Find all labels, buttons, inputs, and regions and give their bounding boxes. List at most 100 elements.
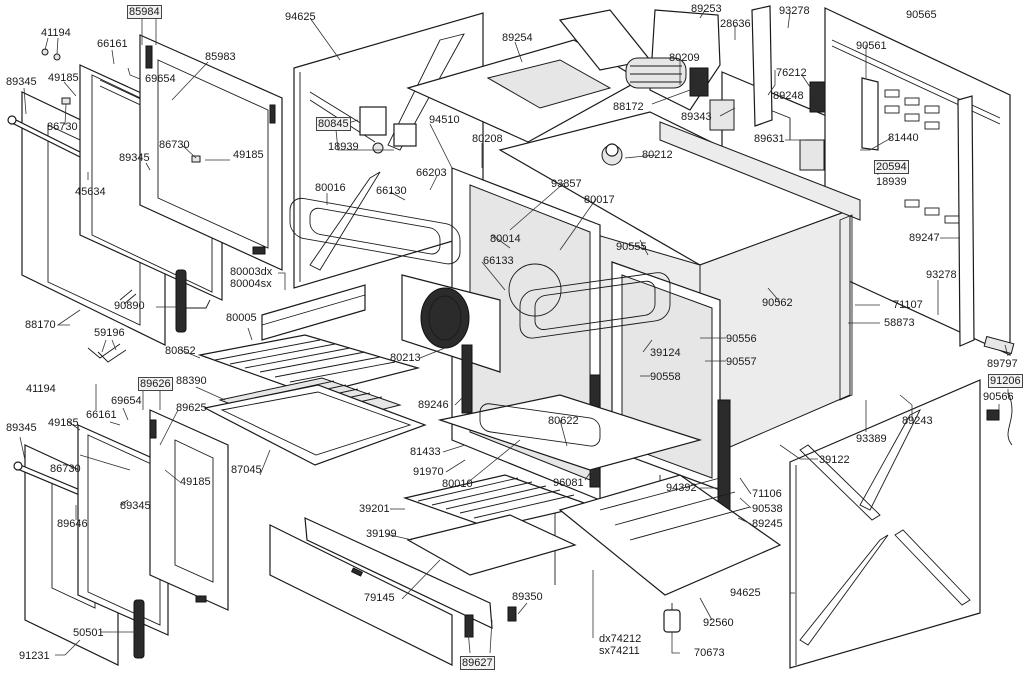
part-label-18939[interactable]: 18939 [328, 141, 359, 153]
part-label-86730[interactable]: 86730 [47, 121, 78, 133]
part-label-91206[interactable]: 91206 [988, 374, 1023, 388]
part-label-93857[interactable]: 93857 [551, 178, 582, 190]
part-label-49185[interactable]: 49185 [233, 149, 264, 161]
part-label-88170[interactable]: 88170 [25, 319, 56, 331]
lower-door-hinge[interactable] [133, 599, 145, 659]
part-label-66161[interactable]: 66161 [97, 38, 128, 50]
part-label-93389[interactable]: 93389 [856, 433, 887, 445]
part-label-41194[interactable]: 41194 [26, 383, 56, 395]
wire-rack-80852[interactable] [197, 334, 421, 396]
top-duct-89254[interactable] [406, 9, 652, 143]
cable-91206[interactable] [986, 391, 1013, 446]
part-label-89345[interactable]: 89345 [119, 152, 150, 164]
part-label-80016[interactable]: 80016 [315, 182, 346, 194]
lower-door-frame[interactable] [77, 424, 169, 636]
part-label-80014[interactable]: 80014 [490, 233, 521, 245]
part-label-89254[interactable]: 89254 [502, 32, 533, 44]
part-label-39201[interactable]: 39201 [359, 503, 390, 515]
part-label-90556[interactable]: 90556 [726, 333, 757, 345]
tray-79145[interactable] [406, 514, 577, 576]
part-label-66161[interactable]: 66161 [86, 409, 117, 421]
part-label-39122[interactable]: 39122 [819, 454, 850, 466]
part-label-89345[interactable]: 89345 [6, 76, 37, 88]
foot-70673[interactable] [663, 603, 681, 633]
part-label-80852[interactable]: 80852 [165, 345, 196, 357]
part-label-80003[interactable]: 80003dx [230, 266, 272, 278]
drawer-side[interactable] [304, 517, 493, 629]
bushing-86730b[interactable] [191, 155, 201, 163]
part-label-93278[interactable]: 93278 [926, 269, 957, 281]
part-label-70673[interactable]: 70673 [694, 647, 725, 659]
part-label-89797[interactable]: 89797 [987, 358, 1018, 370]
grill-element-80016[interactable] [289, 196, 461, 266]
part-label-45634[interactable]: 45634 [75, 186, 106, 198]
part-label-96081[interactable]: 96081 [553, 477, 584, 489]
part-label-89245[interactable]: 89245 [752, 518, 783, 530]
part-label-66130[interactable]: 66130 [376, 185, 407, 197]
part-label-86730[interactable]: 86730 [50, 463, 81, 475]
part-label-89626[interactable]: 89626 [138, 377, 173, 391]
part-label-87045[interactable]: 87045 [231, 464, 262, 476]
part-label-80845[interactable]: 80845 [316, 117, 351, 131]
part-label-20594[interactable]: 20594 [874, 160, 909, 174]
part-label-90557[interactable]: 90557 [726, 356, 757, 368]
part-label-80209[interactable]: 80209 [669, 52, 700, 64]
part-label-86730[interactable]: 86730 [159, 139, 190, 151]
part-label-80010[interactable]: 80010 [442, 478, 473, 490]
drawer-bracket-89627[interactable] [464, 614, 474, 638]
part-label-71107[interactable]: 71107 [893, 299, 923, 311]
tangential-fan[interactable] [625, 9, 721, 111]
part-label-89253[interactable]: 89253 [691, 3, 722, 15]
part-label-69654[interactable]: 69654 [145, 73, 176, 85]
latch-89350[interactable] [507, 606, 517, 622]
motor-76212[interactable] [809, 81, 827, 113]
part-label-18939[interactable]: 18939 [876, 176, 907, 188]
part-label-81433[interactable]: 81433 [410, 446, 441, 458]
part-label-41194[interactable]: 41194 [41, 27, 71, 39]
part-label-69654[interactable]: 69654 [111, 395, 142, 407]
runner-89246[interactable] [461, 344, 473, 414]
part-label-50501[interactable]: 50501 [73, 627, 104, 639]
part-label-89627[interactable]: 89627 [460, 656, 495, 670]
runner-89245[interactable] [717, 399, 731, 519]
part-label-89345[interactable]: 89345 [120, 500, 151, 512]
part-label-94392[interactable]: 94392 [666, 482, 697, 494]
upper-door-inner-glass[interactable] [139, 34, 283, 271]
part-label-90538[interactable]: 90538 [752, 503, 783, 515]
bottom-element-80010[interactable] [437, 394, 703, 471]
door-seals[interactable] [87, 343, 127, 363]
side-runner-80003[interactable] [261, 284, 366, 341]
tray-87045[interactable] [203, 384, 427, 466]
part-label-90890[interactable]: 90890 [114, 300, 145, 312]
part-label-90565[interactable]: 90565 [906, 9, 937, 21]
rear-bracket-89247[interactable] [957, 95, 975, 347]
part-label-49185[interactable]: 49185 [48, 417, 79, 429]
part-label-89246[interactable]: 89246 [418, 399, 449, 411]
part-label-80212[interactable]: 80212 [642, 149, 673, 161]
part-label-90562[interactable]: 90562 [762, 297, 793, 309]
part-label-49185[interactable]: 49185 [180, 476, 211, 488]
part-label-93278[interactable]: 93278 [779, 5, 810, 17]
part-label-89350[interactable]: 89350 [512, 591, 543, 603]
duct-90561[interactable] [861, 77, 879, 151]
bottom-panel-92560[interactable] [558, 474, 782, 596]
lamp-80845[interactable] [359, 106, 417, 154]
part-label-89247[interactable]: 89247 [909, 232, 940, 244]
part-label-39199[interactable]: 39199 [366, 528, 397, 540]
part-label-90566[interactable]: 90566 [983, 391, 1014, 403]
part-label-80622[interactable]: 80622 [548, 415, 579, 427]
part-label-80017[interactable]: 80017 [584, 194, 615, 206]
part-label-88172[interactable]: 88172 [613, 101, 644, 113]
part-label-90558[interactable]: 90558 [650, 371, 681, 383]
fan-cover-80213[interactable] [401, 274, 501, 373]
part-label-85984[interactable]: 85984 [127, 5, 162, 19]
part-label-89631[interactable]: 89631 [754, 133, 785, 145]
part-label-94510[interactable]: 94510 [429, 114, 460, 126]
part-label-80208[interactable]: 80208 [472, 133, 503, 145]
part-label-71106[interactable]: 71106 [752, 488, 782, 500]
part-label-94625[interactable]: 94625 [730, 587, 761, 599]
part-label-74212[interactable]: dx74212 [599, 633, 641, 645]
part-label-88390[interactable]: 88390 [176, 375, 207, 387]
part-label-76212[interactable]: 76212 [776, 67, 807, 79]
part-label-94625[interactable]: 94625 [285, 11, 316, 23]
